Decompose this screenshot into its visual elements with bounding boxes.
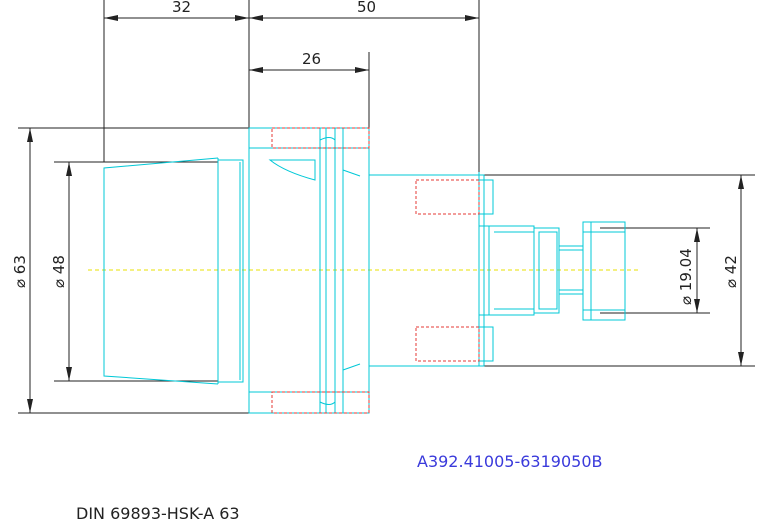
hidden-lines (271, 127, 480, 414)
part-number: A392.41005-6319050B (417, 452, 602, 471)
dim-63-label: ⌀ 63 (11, 255, 29, 288)
dim-19-label: ⌀ 19.04 (677, 248, 695, 305)
dim-32-label: 32 (172, 0, 191, 16)
dim-50-label: 50 (357, 0, 376, 16)
standard-label: DIN 69893-HSK-A 63 (76, 504, 240, 523)
dim-48-label: ⌀ 48 (50, 255, 68, 288)
dimension-lines (18, 0, 755, 414)
dim-26-label: 26 (302, 50, 321, 68)
dim-42-label: ⌀ 42 (722, 255, 740, 288)
